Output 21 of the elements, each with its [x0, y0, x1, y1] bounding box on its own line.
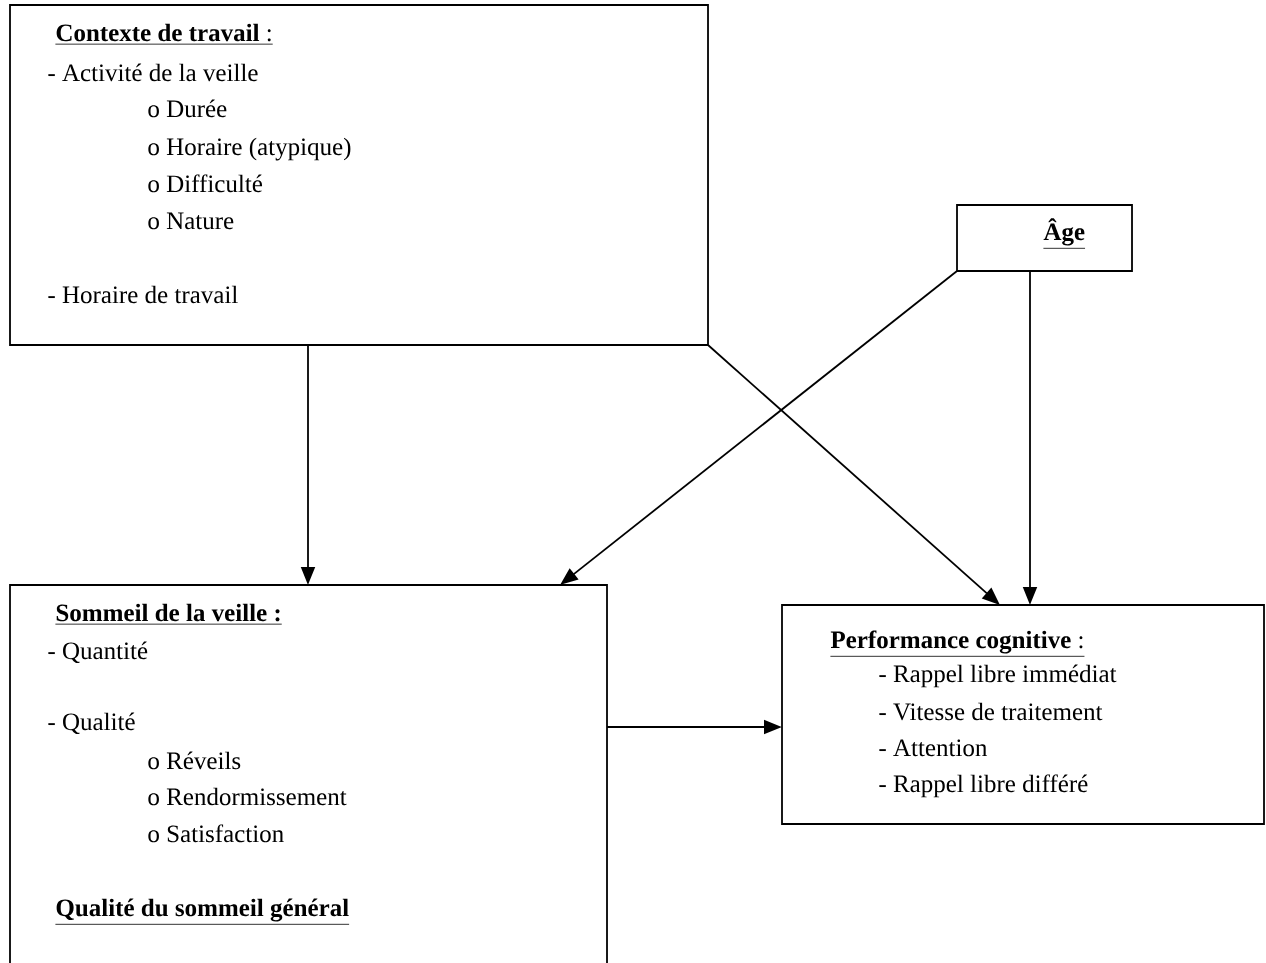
list-item: o Difficulté	[148, 174, 263, 193]
list-item: o Durée	[148, 99, 227, 118]
list-item: - Rappel libre différé	[879, 774, 1088, 798]
list-item: - Vitesse de traitement	[879, 702, 1103, 721]
list-item: o Réveils	[148, 751, 241, 770]
arrow	[707, 344, 1000, 605]
heading-text: Âge	[1043, 218, 1086, 249]
list-item: o Satisfaction	[148, 824, 284, 843]
heading-text: Sommeil de la veille :	[55, 603, 283, 625]
list-item: - Quantité	[48, 641, 148, 664]
list-item: o Horaire (atypique)	[148, 137, 351, 161]
list-item: o Nature	[148, 212, 234, 230]
list-item: - Attention	[879, 739, 988, 757]
heading-text: Contexte de travail :	[55, 23, 274, 45]
list-item: - Qualité	[48, 712, 135, 735]
list-item: - Horaire de travail	[48, 285, 238, 304]
heading-text: Performance cognitive :	[830, 630, 1085, 657]
list-item: - Rappel libre immédiat	[879, 664, 1117, 688]
list-item: - Activité de la veille	[48, 63, 258, 82]
list-item: o Rendormissement	[148, 787, 347, 806]
heading-text: Qualité du sommeil général	[55, 898, 350, 925]
